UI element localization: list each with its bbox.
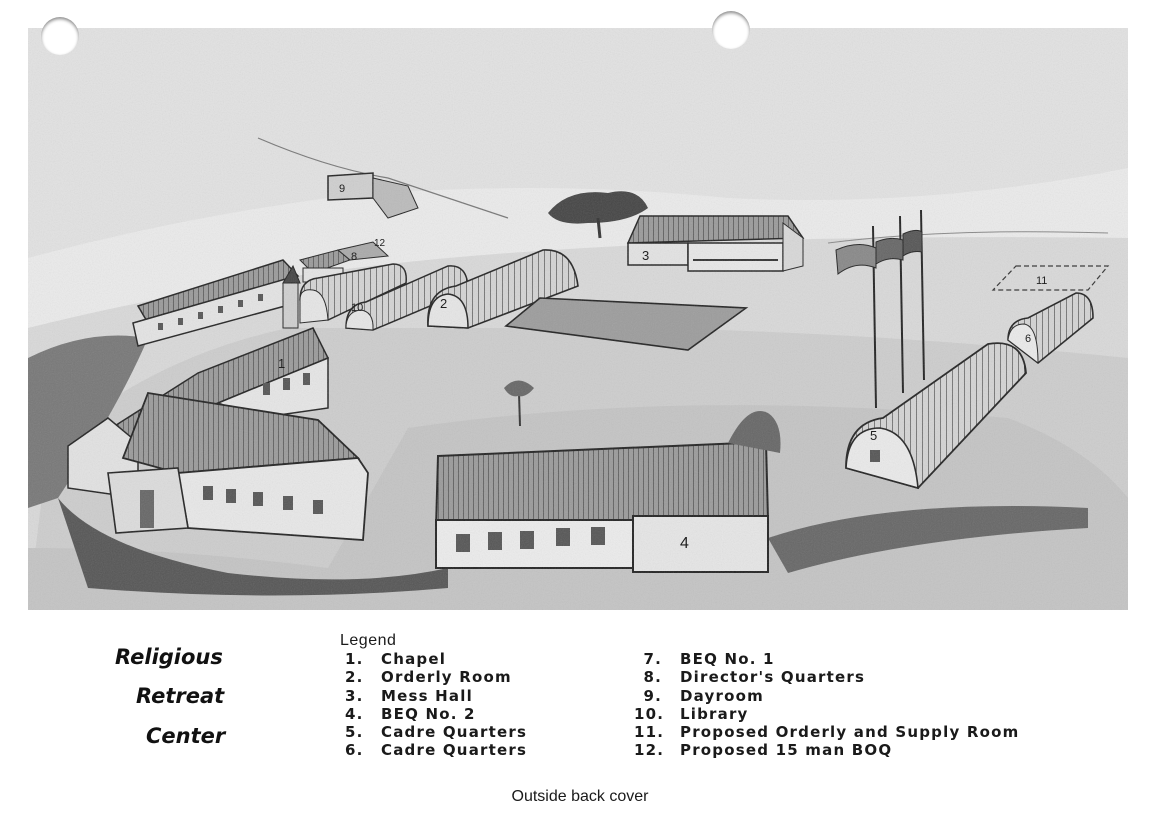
legend-item: 1.Chapel <box>345 650 447 668</box>
retreat-center-sketch: 1 2 3 4 5 6 9 10 8 12 11 <box>28 28 1128 610</box>
legend-item: 12.Proposed 15 man BOQ <box>634 741 893 760</box>
legend-item: 11.Proposed Orderly and Supply Room <box>634 723 1020 742</box>
legend-item: 9.Dayroom <box>643 686 764 705</box>
page-caption: Outside back cover <box>511 788 649 805</box>
legend-heading: Legend <box>340 632 397 649</box>
title-religious: Religious <box>115 645 223 669</box>
legend-item: 8.Director's Quarters <box>643 668 866 687</box>
punch-hole-right <box>712 11 750 49</box>
legend-item: 4.BEQ No. 2 <box>345 704 476 723</box>
legend-item: 6.Cadre Quarters <box>345 741 528 760</box>
punch-hole-left <box>41 17 79 55</box>
title-center: Center <box>146 724 226 748</box>
legend-item: 2.Orderly Room <box>345 668 512 687</box>
legend-column-left: 1.Chapel 2.Orderly Room 3.Mess Hall 4.BE… <box>345 650 527 760</box>
legend-item: 7.BEQ No. 1 <box>643 650 775 668</box>
legend-item: 3.Mess Hall <box>345 686 473 705</box>
legend-item: 5.Cadre Quarters <box>345 723 528 742</box>
legend-item: 10.Library <box>634 704 749 723</box>
title-retreat: Retreat <box>136 684 225 708</box>
legend-column-right: 7.BEQ No. 1 8.Director's Quarters 9.Dayr… <box>634 650 1019 760</box>
